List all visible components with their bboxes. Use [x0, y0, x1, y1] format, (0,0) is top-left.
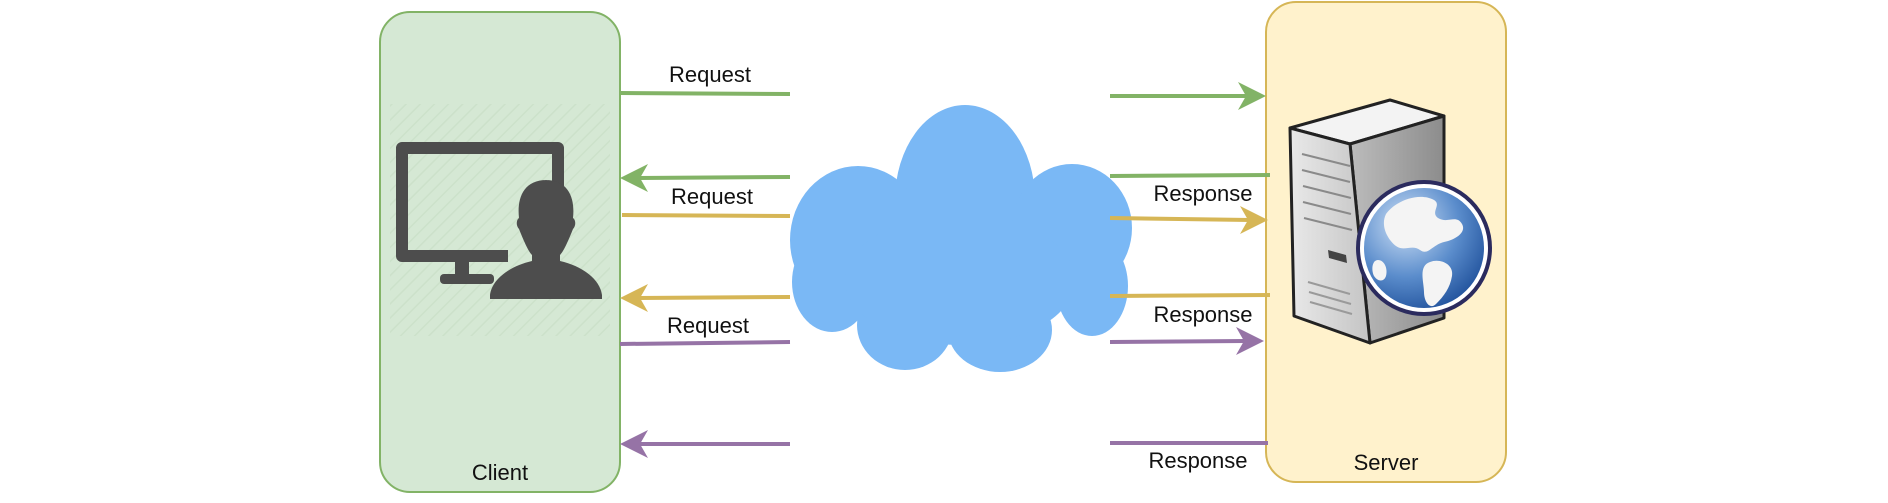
exchange-3: Request Response	[619, 313, 1268, 473]
request-label: Request	[671, 184, 753, 209]
request-arrow-cloud-to-server	[1109, 327, 1264, 355]
exchange-2: Request Response	[620, 184, 1271, 327]
request-arrow-cloud-to-server	[1110, 82, 1266, 110]
response-line-server-to-cloud	[1109, 173, 1271, 178]
response-arrow-cloud-to-client	[620, 284, 791, 312]
response-label: Response	[1153, 181, 1252, 206]
response-line-server-to-cloud	[1109, 293, 1271, 298]
cloud-icon	[790, 105, 1132, 372]
web-server-icon	[1288, 98, 1492, 345]
client-label: Client	[472, 460, 528, 485]
response-arrow-cloud-to-client	[620, 430, 790, 458]
request-arrow-client-to-cloud	[619, 340, 791, 346]
response-arrow-cloud-to-client	[620, 164, 791, 192]
response-label: Response	[1148, 448, 1247, 473]
request-arrow-client-to-cloud	[621, 213, 791, 218]
exchange-1: Request Response	[619, 62, 1271, 206]
request-arrow-client-to-cloud	[619, 91, 791, 96]
request-label: Request	[669, 62, 751, 87]
request-arrow-cloud-to-server	[1109, 206, 1268, 234]
response-label: Response	[1153, 302, 1252, 327]
user-computer-icon	[396, 142, 602, 299]
request-label: Request	[667, 313, 749, 338]
server-label: Server	[1354, 450, 1419, 475]
